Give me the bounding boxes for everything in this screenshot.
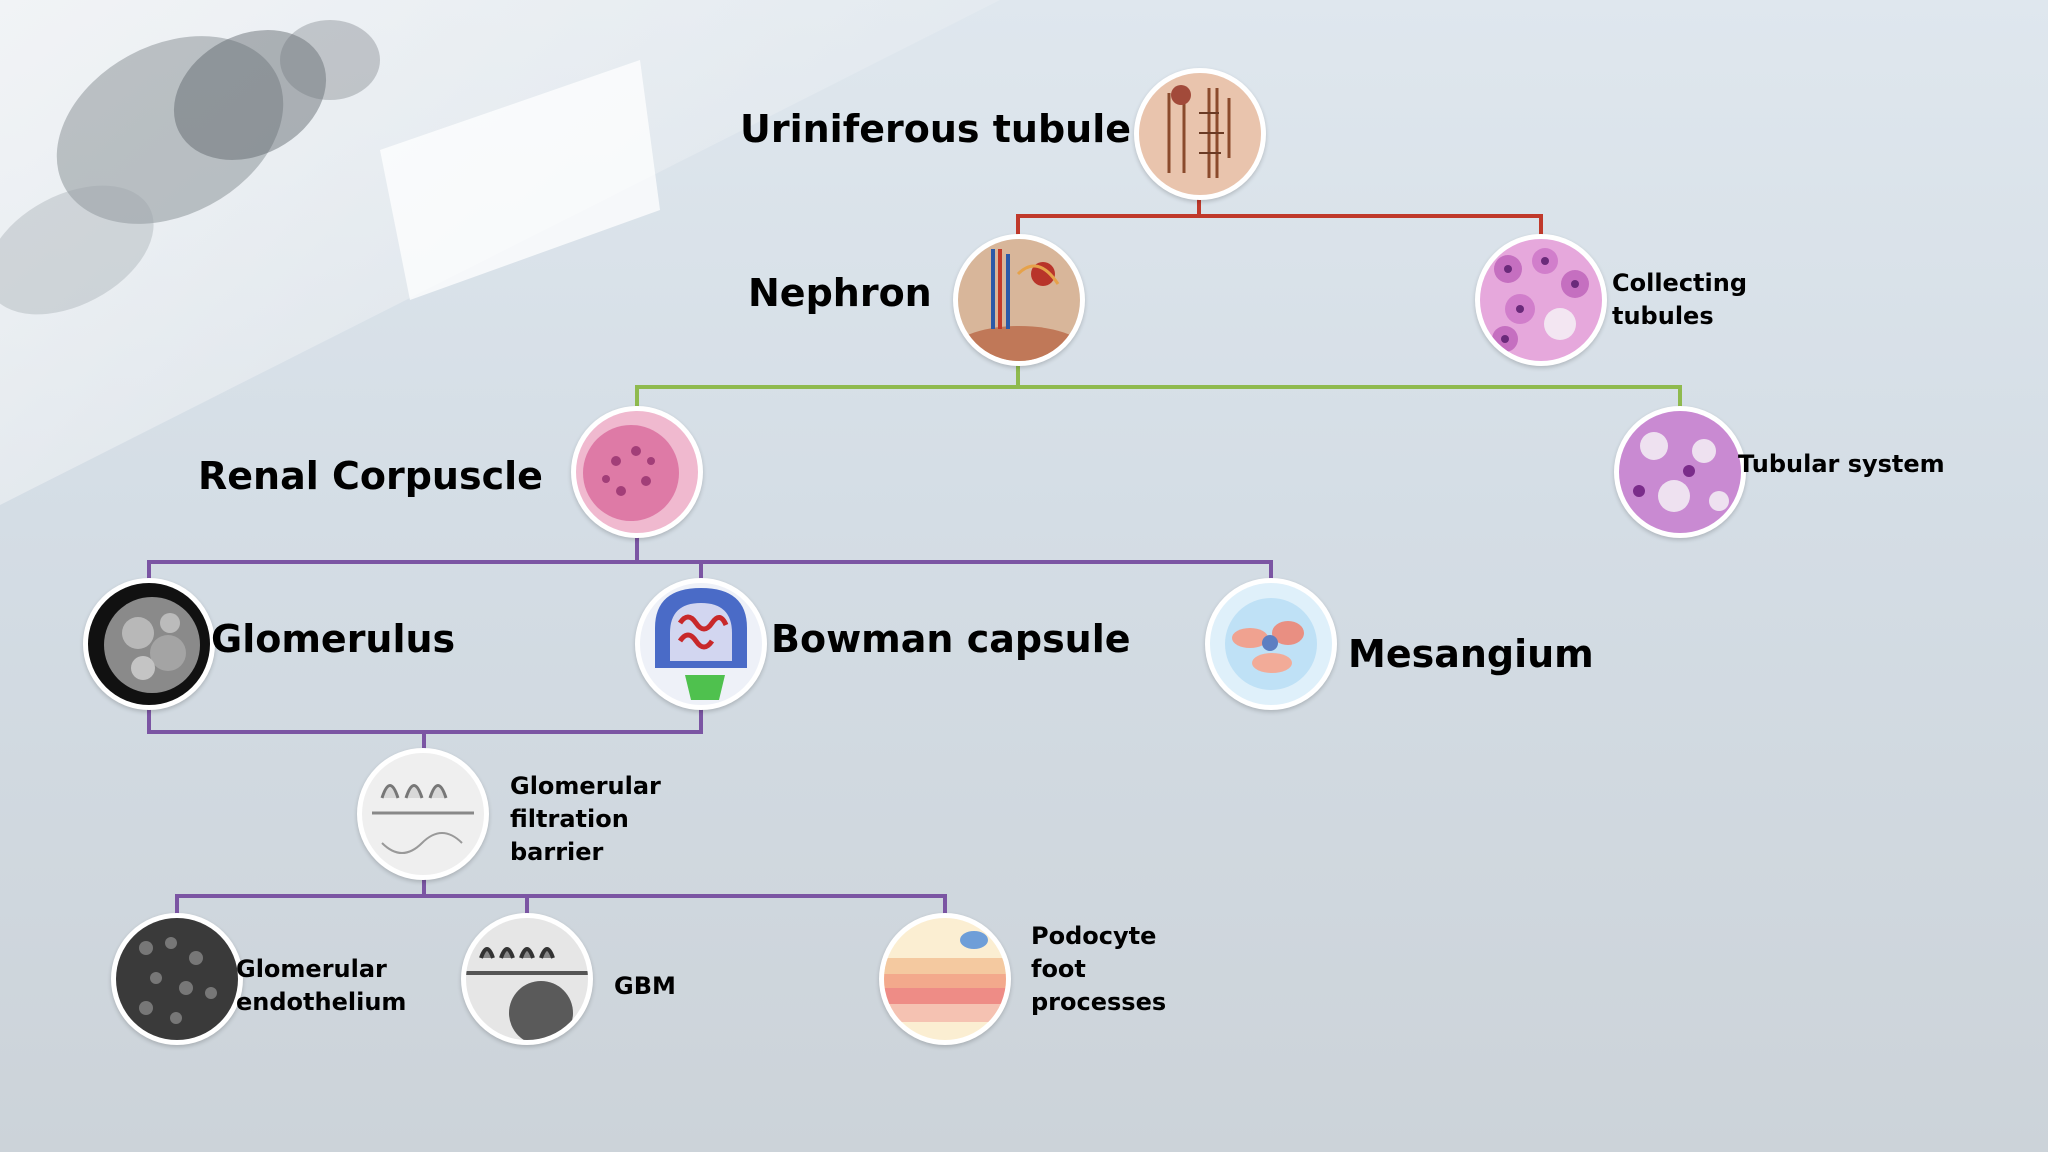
glomerulus-label: Glomerulus — [211, 617, 456, 661]
tubular-system-label: Tubular system — [1738, 450, 1945, 478]
glomerular-filtration-barrier-label: Glomerular filtration barrier — [510, 772, 661, 866]
collecting-tubules-image — [1475, 234, 1607, 366]
glomerular-endothelium-image — [111, 913, 243, 1045]
mesangium-image — [1205, 578, 1337, 710]
mesangium-label: Mesangium — [1348, 632, 1594, 676]
uriniferous-tubule-image — [1134, 68, 1266, 200]
connector-level3 — [147, 534, 1273, 584]
glomerular-endothelium-label: Glomerular endothelium — [236, 955, 407, 1016]
connector-level4 — [147, 705, 703, 752]
renal-corpuscle-image — [571, 406, 703, 538]
glomerular-filtration-barrier-image — [357, 748, 489, 880]
podocyte-foot-processes-label: Podocyte foot processes — [1031, 922, 1167, 1016]
collecting-tubules-label: Collecting tubules — [1612, 269, 1748, 330]
connector-level2 — [635, 361, 1682, 412]
bowman-capsule-label: Bowman capsule — [771, 617, 1131, 661]
connector-level1 — [1016, 193, 1543, 240]
renal-corpuscle-label: Renal Corpuscle — [198, 454, 543, 498]
nephron-label: Nephron — [748, 271, 932, 315]
bowman-capsule-image — [635, 578, 767, 710]
glomerulus-image — [83, 578, 215, 710]
connector-level5 — [175, 875, 947, 918]
uriniferous-tubule-label: Uriniferous tubule — [740, 107, 1132, 151]
podocyte-foot-processes-image — [879, 913, 1011, 1045]
nephron-image — [953, 234, 1085, 366]
tubular-system-image — [1614, 406, 1746, 538]
gbm-image — [461, 913, 593, 1045]
gbm-label: GBM — [614, 972, 676, 1000]
